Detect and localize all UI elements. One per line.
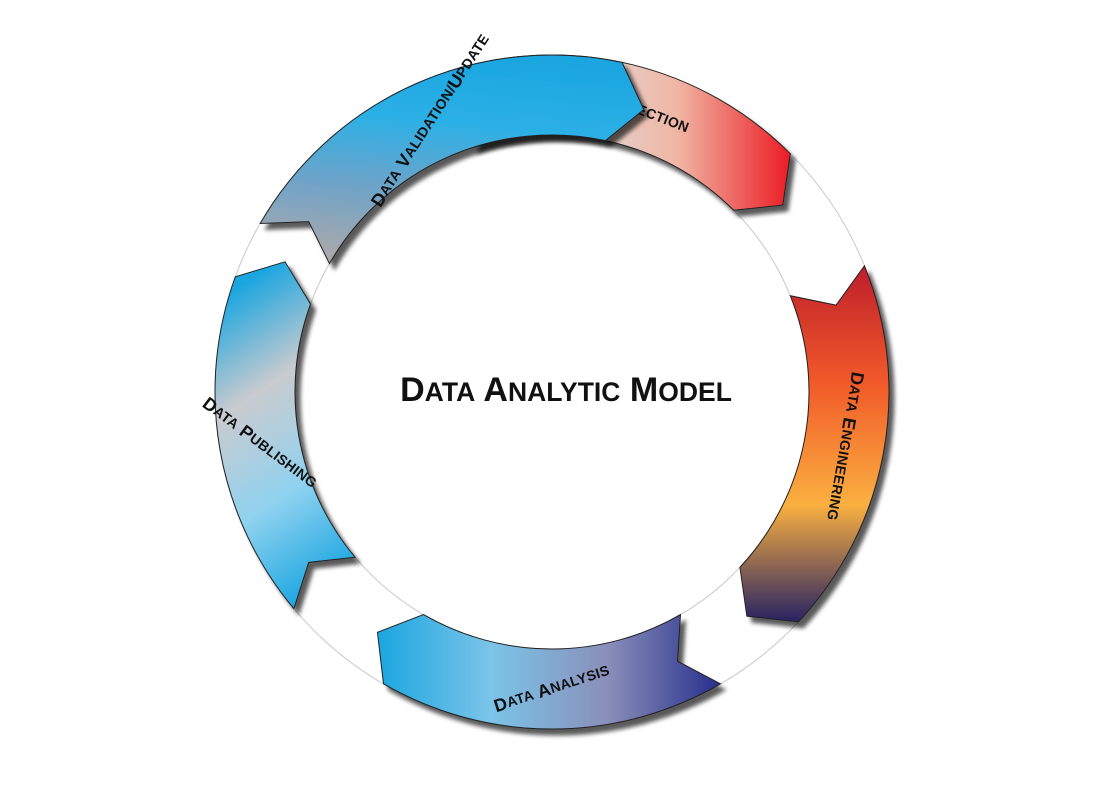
title-word-3-rest: ODEL [658,377,732,407]
title-word-1-rest: ATA [425,377,476,407]
segment-arrow-publishing [214,261,357,610]
segment-arrow-engineering [739,264,890,623]
segment-arrow-analysis [376,613,722,730]
label-word-2-cap: E [838,416,860,432]
title-word-1-cap: D [400,371,425,409]
title-word-2-rest: NALYTIC [508,377,620,407]
segment-analysis: DATA ANALYSIS [376,613,722,730]
segment-engineering: DATA ENGINEERING [739,264,890,623]
label-word-1-cap: D [491,693,510,716]
label-word-1-cap: D [846,370,868,387]
label-word-2-cap: A [535,679,554,702]
title-word-2-cap: A [483,371,508,409]
center-title: DATA ANALYTIC MODEL [400,371,732,409]
title-word-3-cap: M [630,371,658,409]
label-word-1-rest: ATA [843,384,864,414]
segment-arrow-validation [259,54,645,265]
segment-validation: DATA VALIDATION/UPDATE [259,31,645,265]
